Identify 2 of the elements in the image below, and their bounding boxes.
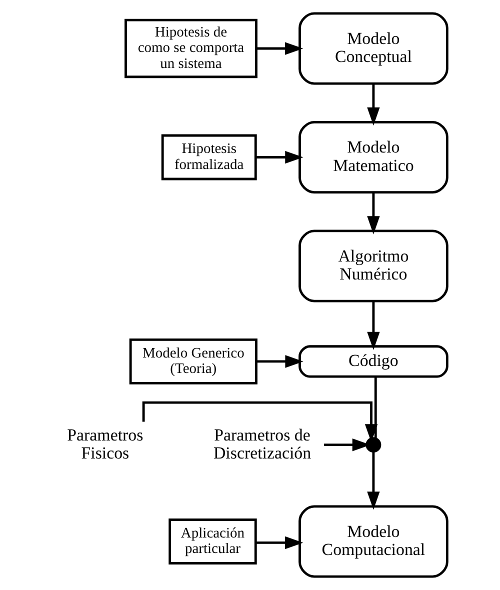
node-text: Parametros de Discretización bbox=[212, 425, 311, 462]
node-text: Parametros Fisicos bbox=[66, 425, 143, 462]
